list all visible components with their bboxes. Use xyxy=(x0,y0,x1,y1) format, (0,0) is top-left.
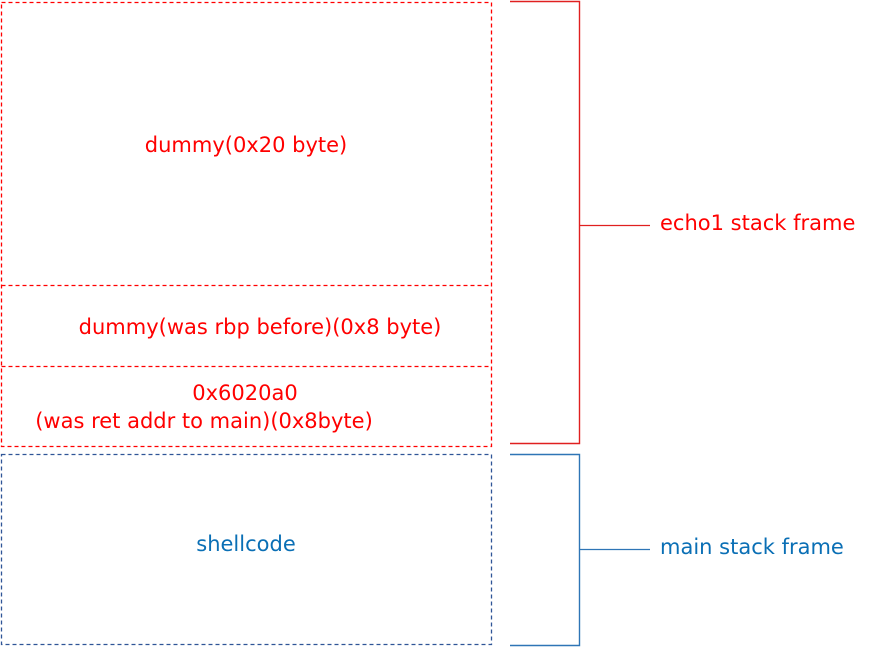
shellcode-label: shellcode xyxy=(196,532,296,556)
main-frame-box xyxy=(0,453,493,646)
main-frame-label: main stack frame xyxy=(660,535,844,559)
echo1-frame-box xyxy=(0,1,493,448)
echo1-bracket xyxy=(510,0,581,445)
ret-addr-note-label: (was ret addr to main)(0x8byte) xyxy=(35,409,373,433)
echo1-frame-label: echo1 stack frame xyxy=(660,211,856,235)
ret-addr-value-label: 0x6020a0 xyxy=(192,381,298,405)
saved-rbp-label: dummy(was rbp before)(0x8 byte) xyxy=(78,315,442,339)
dummy-buffer-label: dummy(0x20 byte) xyxy=(144,133,348,157)
main-bracket xyxy=(510,453,581,647)
